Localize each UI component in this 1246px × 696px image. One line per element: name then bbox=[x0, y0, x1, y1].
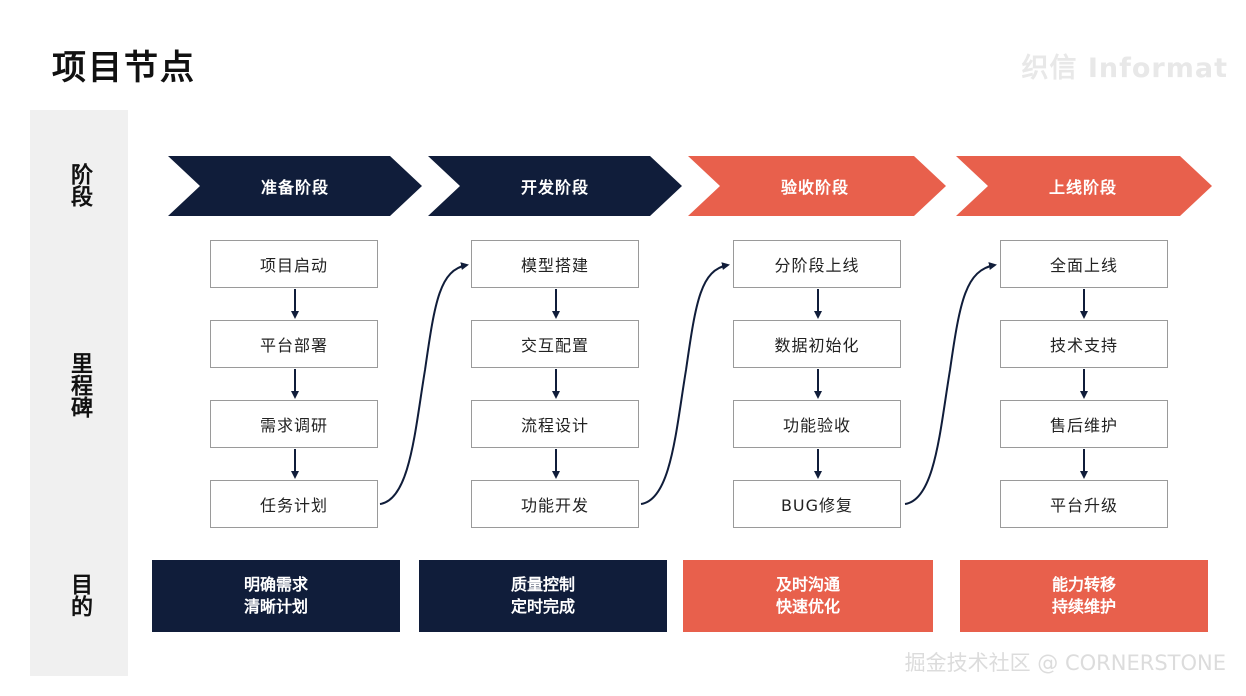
chevron-shape bbox=[428, 156, 682, 216]
purpose-box: 明确需求 清晰计划 bbox=[152, 560, 400, 632]
purpose-line: 及时沟通 bbox=[775, 575, 840, 594]
stage-chevron: 验收阶段 bbox=[688, 156, 946, 216]
row-label-purpose: 目的 bbox=[67, 573, 92, 617]
stage-label: 准备阶段 bbox=[260, 178, 329, 197]
milestone-box: 模型搭建 bbox=[471, 240, 639, 288]
purpose-line: 清晰计划 bbox=[243, 597, 308, 616]
milestone-box: 任务计划 bbox=[210, 480, 378, 528]
purpose-line: 快速优化 bbox=[775, 597, 840, 616]
milestone-box: BUG修复 bbox=[733, 480, 901, 528]
milestone-box: 功能验收 bbox=[733, 400, 901, 448]
purpose-line: 质量控制 bbox=[510, 575, 575, 594]
milestone-box: 平台部署 bbox=[210, 320, 378, 368]
stage-chevron: 准备阶段 bbox=[168, 156, 422, 216]
milestone-box: 项目启动 bbox=[210, 240, 378, 288]
brand-logo: 织信 Informat bbox=[1021, 53, 1228, 84]
stage-chevron: 开发阶段 bbox=[428, 156, 682, 216]
milestone-box: 数据初始化 bbox=[733, 320, 901, 368]
purpose-line: 持续维护 bbox=[1051, 597, 1116, 616]
stage-chevron: 上线阶段 bbox=[956, 156, 1212, 216]
stage-label: 开发阶段 bbox=[520, 178, 589, 197]
purpose-line: 定时完成 bbox=[510, 597, 575, 616]
purpose-box: 能力转移 持续维护 bbox=[960, 560, 1208, 632]
milestone-box: 全面上线 bbox=[1000, 240, 1168, 288]
chevron-shape bbox=[688, 156, 946, 216]
purpose-line: 能力转移 bbox=[1051, 575, 1116, 594]
milestone-box: 分阶段上线 bbox=[733, 240, 901, 288]
milestone-box: 平台升级 bbox=[1000, 480, 1168, 528]
purpose-box: 及时沟通 快速优化 bbox=[683, 560, 933, 632]
row-label-band bbox=[30, 110, 128, 676]
watermark: 掘金技术社区 @ CORNERSTONE bbox=[904, 651, 1226, 675]
chevron-shape bbox=[956, 156, 1212, 216]
row-label-milestone: 里程碑 bbox=[67, 352, 92, 418]
page-title: 项目节点 bbox=[52, 48, 196, 88]
purpose-box: 质量控制 定时完成 bbox=[419, 560, 667, 632]
stage-label: 上线阶段 bbox=[1048, 178, 1117, 197]
chevron-shape bbox=[168, 156, 422, 216]
milestone-box: 售后维护 bbox=[1000, 400, 1168, 448]
purpose-line: 明确需求 bbox=[243, 575, 308, 594]
milestone-box: 技术支持 bbox=[1000, 320, 1168, 368]
milestone-box: 需求调研 bbox=[210, 400, 378, 448]
milestone-box: 流程设计 bbox=[471, 400, 639, 448]
stage-label: 验收阶段 bbox=[780, 178, 849, 197]
milestone-box: 交互配置 bbox=[471, 320, 639, 368]
row-label-stage: 阶段 bbox=[67, 163, 92, 207]
milestone-box: 功能开发 bbox=[471, 480, 639, 528]
